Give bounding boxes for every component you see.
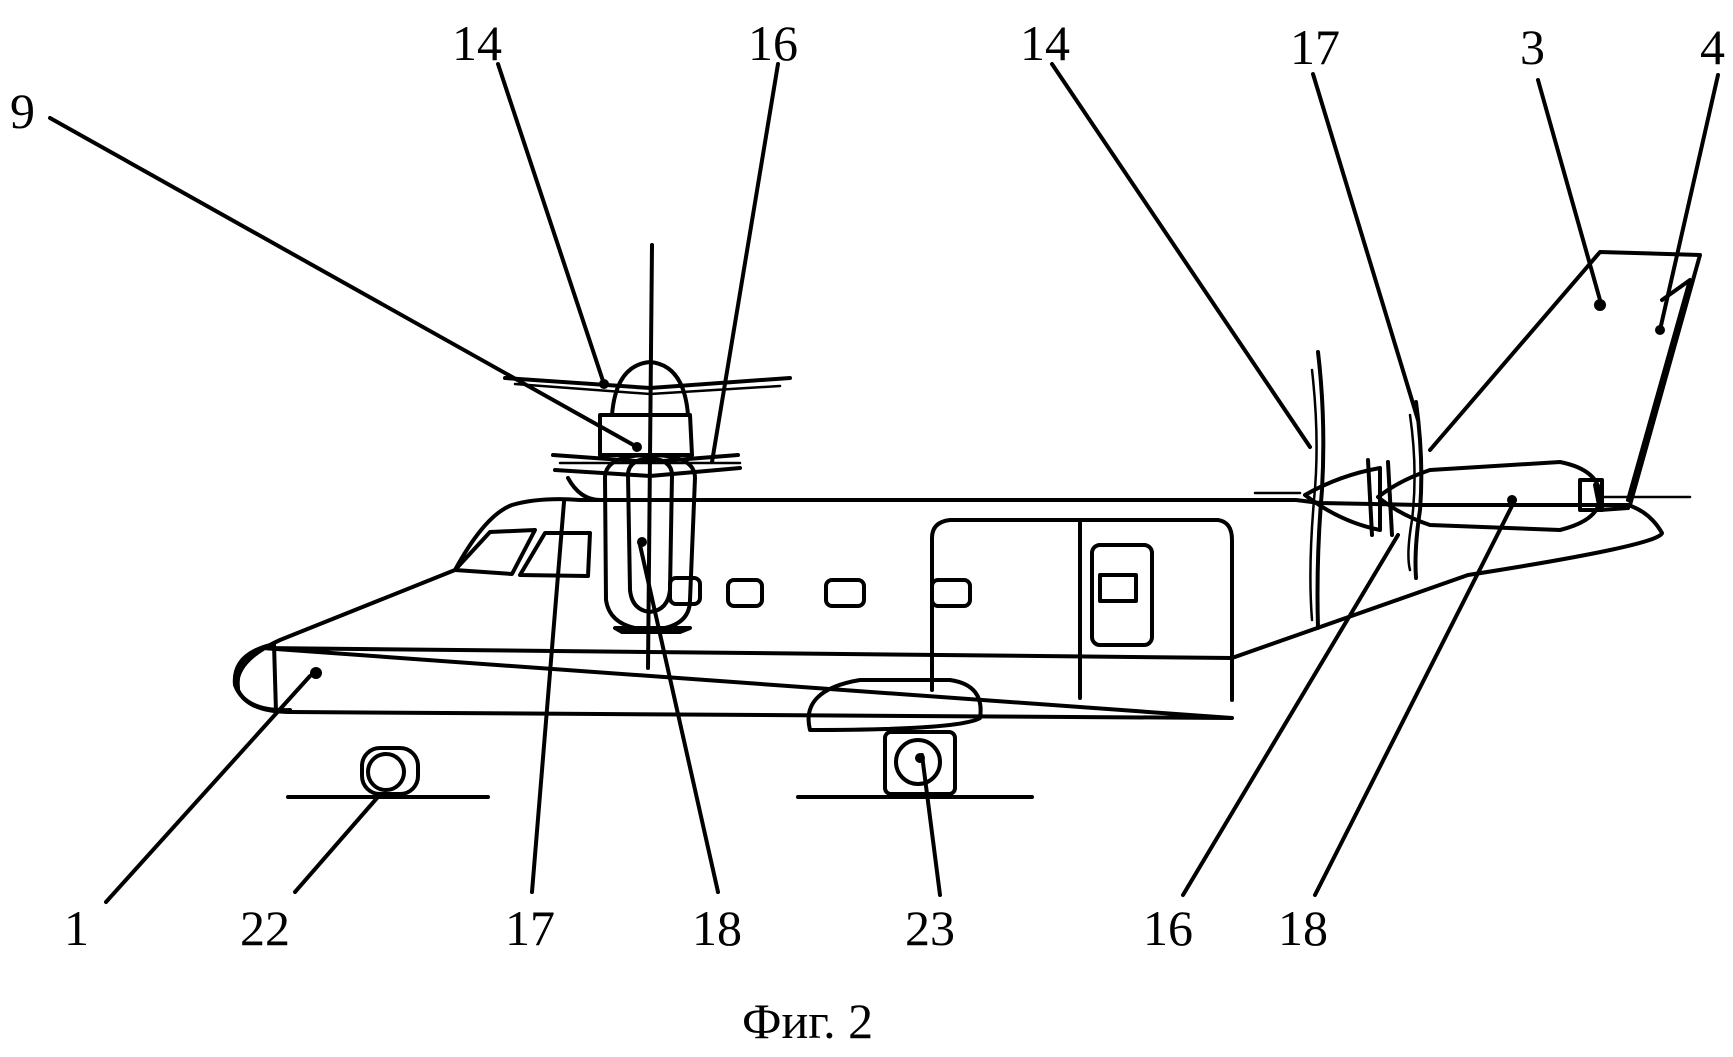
- leader-3: [1536, 78, 1602, 302]
- leader-lines: [48, 62, 1720, 904]
- leader-16b: [1181, 533, 1400, 897]
- tail-fin: [1428, 250, 1702, 512]
- figure-caption: Фиг. 2: [742, 993, 873, 1049]
- leader-18b: [1313, 498, 1517, 897]
- cockpit-windows: [453, 528, 592, 578]
- callout-dots: [310, 299, 1665, 763]
- label-22: 22: [240, 900, 290, 956]
- label-9: 9: [10, 83, 35, 139]
- nose-cone: [232, 642, 292, 714]
- leader-17b: [530, 500, 566, 894]
- nose-landing-gear: [286, 746, 490, 799]
- label-14a: 14: [452, 15, 502, 71]
- dot-4: [1655, 325, 1665, 335]
- dot-1: [310, 667, 322, 679]
- label-14b: 14: [1020, 15, 1070, 71]
- dot-9: [632, 442, 642, 452]
- leader-16a: [710, 62, 780, 464]
- dot-3: [1594, 299, 1606, 311]
- rear-propeller-rear: [1407, 400, 1424, 580]
- cabin-windows: [668, 576, 972, 608]
- dot-14a: [599, 379, 609, 389]
- label-4: 4: [1700, 19, 1725, 75]
- label-18a: 18: [692, 900, 742, 956]
- leader-14b: [1050, 62, 1312, 449]
- leader-1: [104, 674, 312, 904]
- leader-18a: [638, 543, 720, 894]
- leader-14a: [496, 62, 606, 386]
- cargo-door: [930, 518, 1234, 702]
- label-23: 23: [905, 900, 955, 956]
- label-18b: 18: [1278, 900, 1328, 956]
- label-16a: 16: [748, 15, 798, 71]
- dot-18a: [637, 537, 647, 547]
- label-16b: 16: [1143, 900, 1193, 956]
- leader-4: [1658, 73, 1720, 332]
- leader-23: [920, 753, 942, 897]
- reference-labels: 14 16 14 17 3 4 9 1 22 17 18 23 16 18: [10, 15, 1725, 956]
- leader-9: [48, 116, 639, 449]
- main-landing-gear: [796, 730, 1034, 799]
- dot-18b: [1507, 495, 1517, 505]
- gear-fairing: [806, 678, 983, 732]
- front-rotor-assembly: [503, 243, 792, 670]
- label-1: 1: [64, 900, 89, 956]
- label-17b: 17: [505, 900, 555, 956]
- leader-17a: [1311, 72, 1420, 422]
- label-17a: 17: [1290, 19, 1340, 75]
- dot-23: [915, 753, 925, 763]
- rear-propeller-front: [1309, 350, 1326, 630]
- label-3: 3: [1520, 19, 1545, 75]
- leader-22: [293, 796, 379, 894]
- fuselage: [235, 497, 1664, 720]
